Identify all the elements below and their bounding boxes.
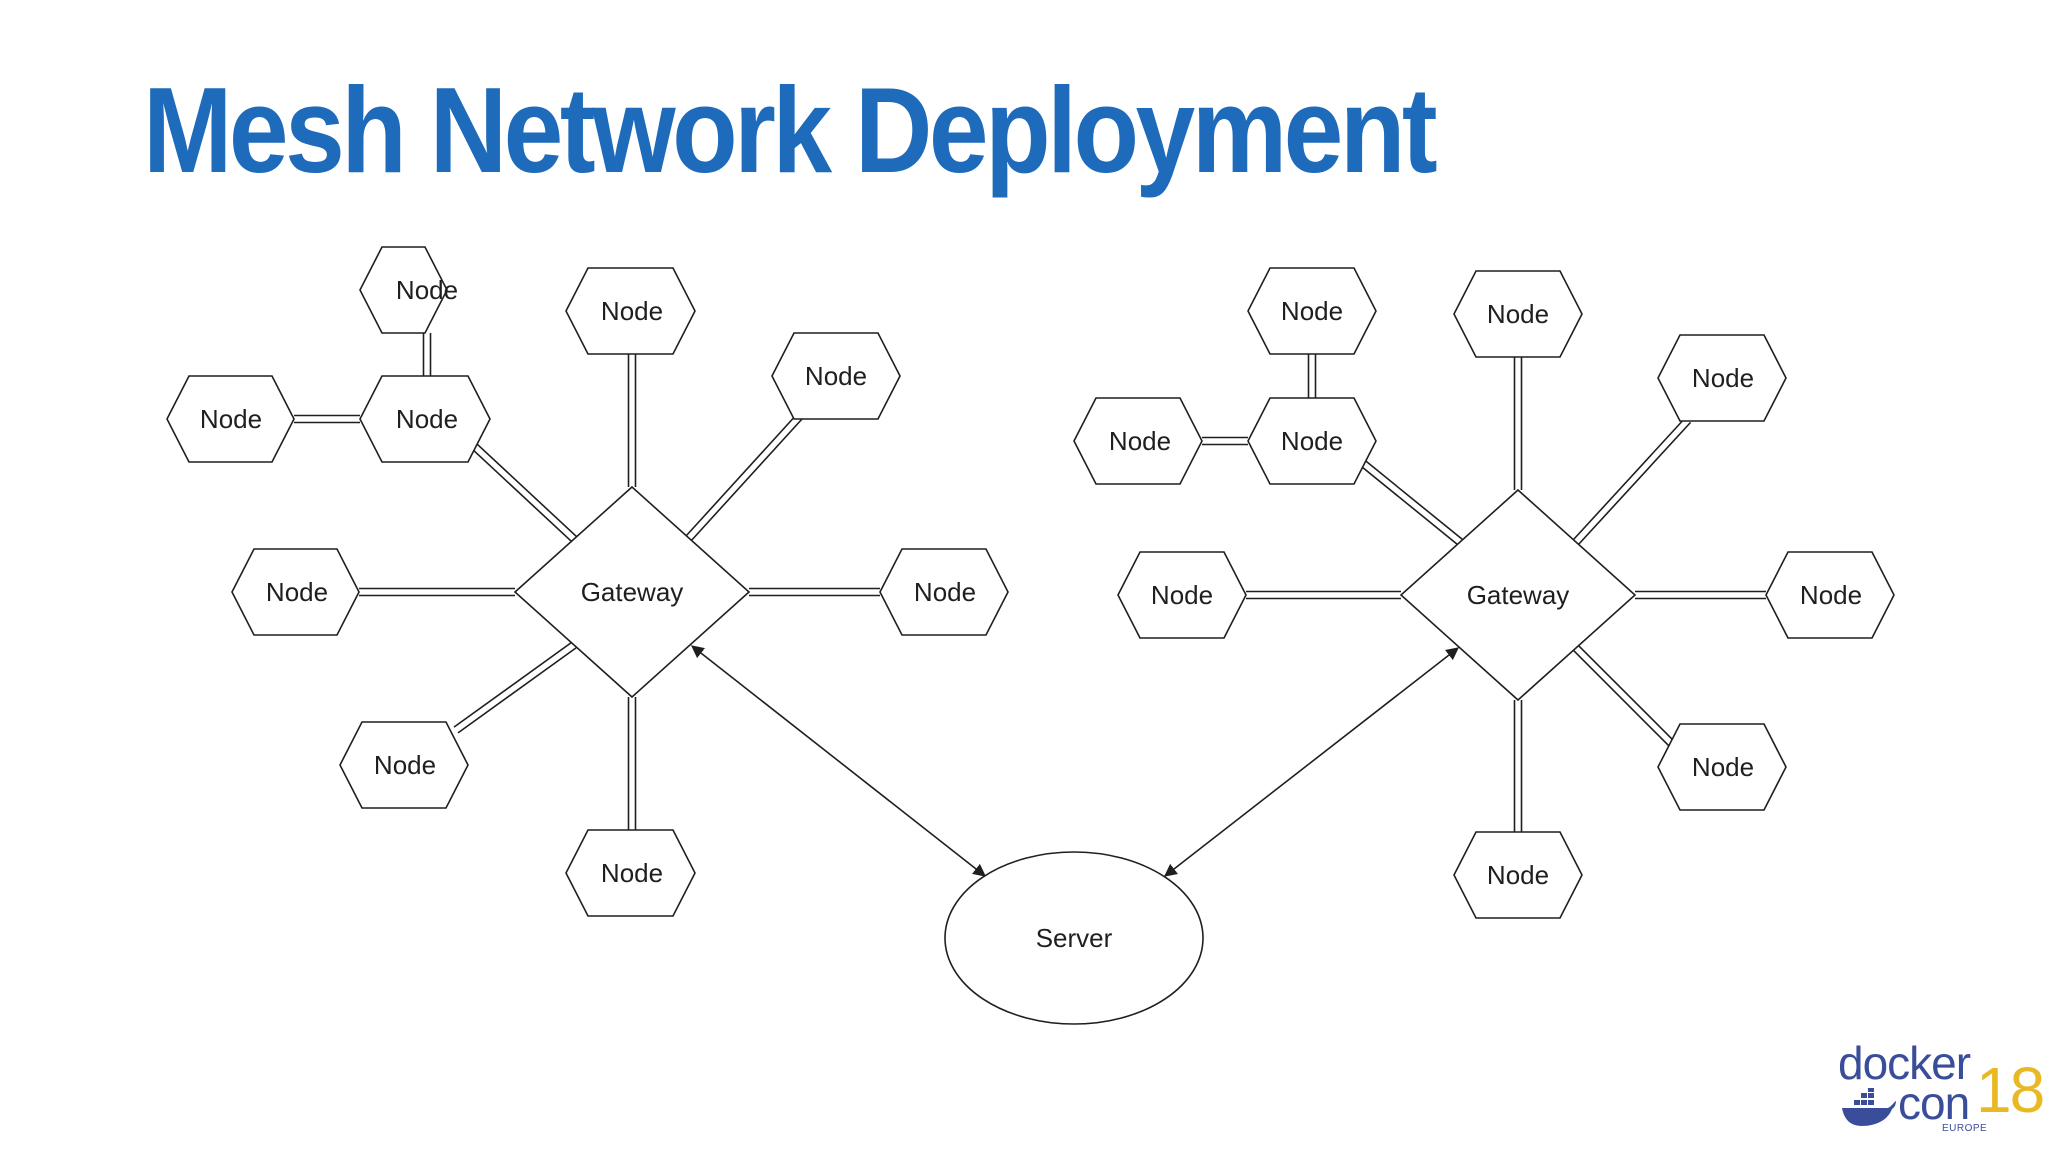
link-c2-lower-right-line-2 [1577,644,1684,751]
node-c1-7: Node [879,548,1009,636]
link-c1-lower-left-line-1 [457,647,577,734]
node-c2-1-label: Node [1281,296,1343,326]
node-c1-5-hexagon [359,375,491,463]
gateway-2: Gateway [1399,488,1637,702]
node-c2-6-hexagon [1117,551,1247,639]
node-c2-3-hexagon [1657,334,1787,422]
node-c1-1-label: Node [396,275,458,305]
server-links [690,645,1460,877]
node-c2-3-label: Node [1692,363,1754,393]
node-c1-3-hexagon [771,332,901,420]
node-c2-8-label: Node [1692,752,1754,782]
node-c1-2: Node [565,267,696,355]
connection-links [294,333,1766,832]
node-c1-2-hexagon [565,267,696,355]
link-c2-top-right-line-1 [1572,417,1687,541]
node-c2-4-hexagon [1073,397,1203,485]
node-c1-4-hexagon [166,375,295,463]
logo-region: EUROPE [1942,1123,1988,1134]
server-link-gateway-2 [1163,647,1460,877]
node-c2-5-hexagon [1247,397,1377,485]
node-c2-5: Node [1247,397,1377,485]
node-c2-7-label: Node [1800,580,1862,610]
link-c1-top-right-line-2 [689,417,804,542]
node-c1-7-hexagon [879,548,1009,636]
link-c1-lower-left-line-2 [453,641,573,728]
node-c1-3: Node [771,332,901,420]
node-c2-7-hexagon [1765,551,1895,639]
node-c1-9-hexagon [565,829,696,917]
logo-line-1: docker [1838,1037,1971,1089]
node-c2-4-label: Node [1109,426,1171,456]
server: Server [944,851,1204,1025]
node-c1-5-label: Node [396,404,458,434]
node-c1-3-label: Node [805,361,867,391]
node-c1-2-label: Node [601,296,663,326]
node-c2-1-hexagon [1247,267,1377,355]
node-c2-9-hexagon [1453,831,1583,919]
node-c2-9-label: Node [1487,860,1549,890]
node-c2-5-label: Node [1281,426,1343,456]
node-c2-2-hexagon [1453,270,1583,358]
node-c1-4-label: Node [200,404,262,434]
node-c1-7-label: Node [914,577,976,607]
link-c1-top-right-line-1 [684,413,799,538]
diagram-shapes: Gateway Node Node Node Node Node Node N [166,246,1895,1025]
node-c2-2: Node [1453,270,1583,358]
node-c2-8: Node [1657,723,1787,811]
whale-icon [1840,1088,1898,1133]
link-c2-lower-right-line-1 [1572,649,1679,756]
link-c2-top-right-line-2 [1577,421,1692,545]
node-c1-9: Node [565,829,696,917]
node-c2-7: Node [1765,551,1895,639]
node-c1-1: Node [359,246,458,334]
node-c1-6-label: Node [266,577,328,607]
link-c2-upper-left-line-2 [1360,456,1463,540]
slide-title: Mesh Network Deployment [143,62,1438,198]
node-c2-3: Node [1657,334,1787,422]
server-link-gateway-1 [690,645,987,877]
gateway-1: Gateway [513,485,751,699]
node-c1-1-hexagon [359,246,448,334]
node-c1-4: Node [166,375,295,463]
gateway-1-label: Gateway [581,577,684,607]
node-c1-8: Node [339,721,469,809]
link-c2-upper-left-line-1 [1356,462,1459,546]
node-c1-9-label: Node [601,858,663,888]
node-c2-1: Node [1247,267,1377,355]
node-c1-8-hexagon [339,721,469,809]
node-c2-8-hexagon [1657,723,1787,811]
server-ellipse [944,851,1204,1025]
gateway-2-diamond [1399,488,1637,702]
gateway-1-diamond [513,485,751,699]
server-label: Server [1036,923,1113,953]
node-c2-6: Node [1117,551,1247,639]
node-c1-8-label: Node [374,750,436,780]
node-c2-2-label: Node [1487,299,1549,329]
logo-number: 18 [1976,1054,2045,1126]
node-c2-6-label: Node [1151,580,1213,610]
logo-line-2: con [1898,1077,1970,1129]
link-c1-upper-left-line-1 [471,447,573,543]
dockercon-logo: docker con 18 EUROPE [1838,1037,2045,1140]
node-c1-5: Node [359,375,491,463]
node-c1-6: Node [231,548,360,636]
node-c2-4: Node [1073,397,1203,485]
node-c2-9: Node [1453,831,1583,919]
node-c1-6-hexagon [231,548,360,636]
link-c1-upper-left-line-2 [475,442,577,538]
gateway-2-label: Gateway [1467,580,1570,610]
